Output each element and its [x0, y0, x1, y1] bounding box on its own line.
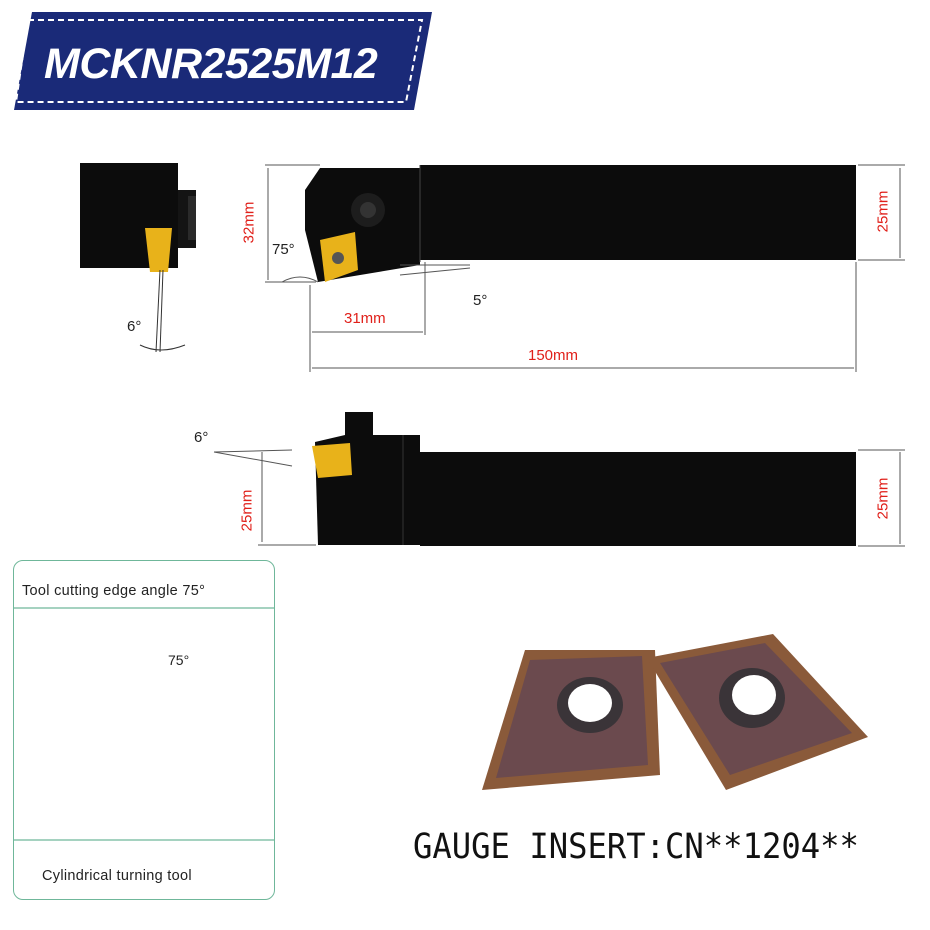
dim-head-height: 32mm: [240, 201, 258, 244]
panel-bottom-label: Cylindrical turning tool: [42, 868, 192, 884]
gauge-insert-label: GAUGE INSERT:CN**1204**: [413, 827, 859, 867]
dim-side-height-right: 25mm: [874, 477, 892, 520]
title-banner: MCKNR2525M12: [14, 12, 432, 110]
model-title: MCKNR2525M12: [44, 40, 378, 88]
dim-total-length: 150mm: [528, 347, 579, 364]
inserts-image: [482, 634, 868, 790]
top-view: [265, 164, 905, 372]
dim-head-length: 31mm: [344, 310, 386, 327]
front-view: [80, 163, 196, 353]
panel-angle-label: 75°: [168, 652, 190, 668]
angle-cutting-edge: 75°: [272, 241, 295, 258]
banner-shape: [14, 12, 432, 110]
dim-shank-height-top: 25mm: [874, 190, 892, 233]
cutting-angle-panel: [13, 560, 275, 900]
side-view: [213, 412, 905, 547]
panel-top-label: Tool cutting edge angle 75°: [22, 583, 206, 599]
angle-end-relief: 5°: [473, 292, 488, 309]
dim-shank-height-side: 25mm: [238, 489, 256, 532]
angle-clearance-front: 6°: [127, 318, 142, 335]
angle-clearance-side: 6°: [194, 429, 209, 446]
